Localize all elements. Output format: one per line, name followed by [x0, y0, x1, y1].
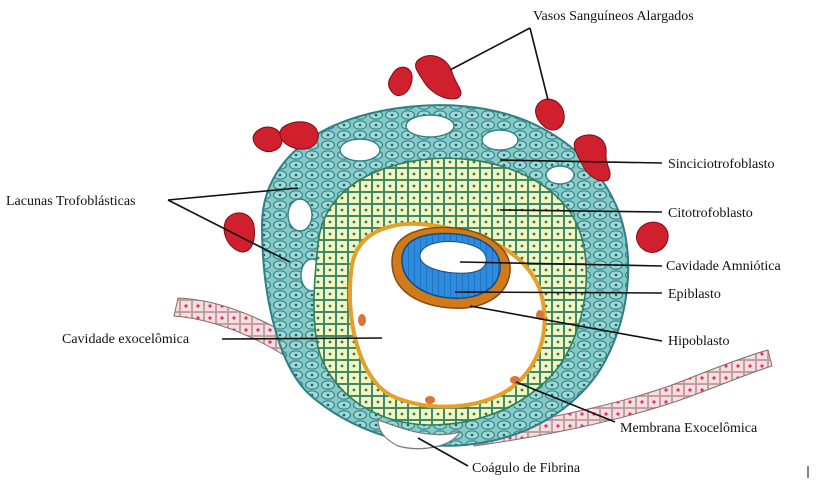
label-hipoblasto: Hipoblasto	[668, 334, 729, 349]
label-citotrofoblasto: Citotrofoblasto	[668, 206, 753, 221]
lacuna	[340, 139, 380, 161]
vessel	[224, 213, 254, 252]
lacuna	[406, 115, 454, 137]
bilaminar-disc	[392, 227, 510, 308]
vessel	[416, 56, 462, 99]
lacuna	[482, 130, 518, 150]
lacuna	[288, 199, 312, 231]
label-cavidade-amniotica: Cavidade Amniótica	[666, 259, 781, 274]
label-vasos: Vasos Sanguíneos Alargados	[533, 9, 694, 24]
vessel	[280, 122, 318, 149]
label-membrana-exocelomica: Membrana Exocelômica	[620, 421, 758, 436]
label-epiblasto: Epiblasto	[668, 287, 721, 302]
label-coagulo-fibrina: Coágulo de Fibrina	[472, 461, 581, 476]
vessel	[253, 127, 282, 152]
vessel	[389, 67, 413, 95]
label-lacunas: Lacunas Trofoblásticas	[6, 194, 135, 209]
vessel	[637, 222, 669, 252]
vessel	[536, 99, 565, 130]
label-sinciciotrofoblasto: Sinciciotrofoblasto	[668, 157, 775, 172]
lacuna	[546, 166, 574, 184]
label-cavidade-exocelomica: Cavidade exocelômica	[62, 332, 190, 347]
